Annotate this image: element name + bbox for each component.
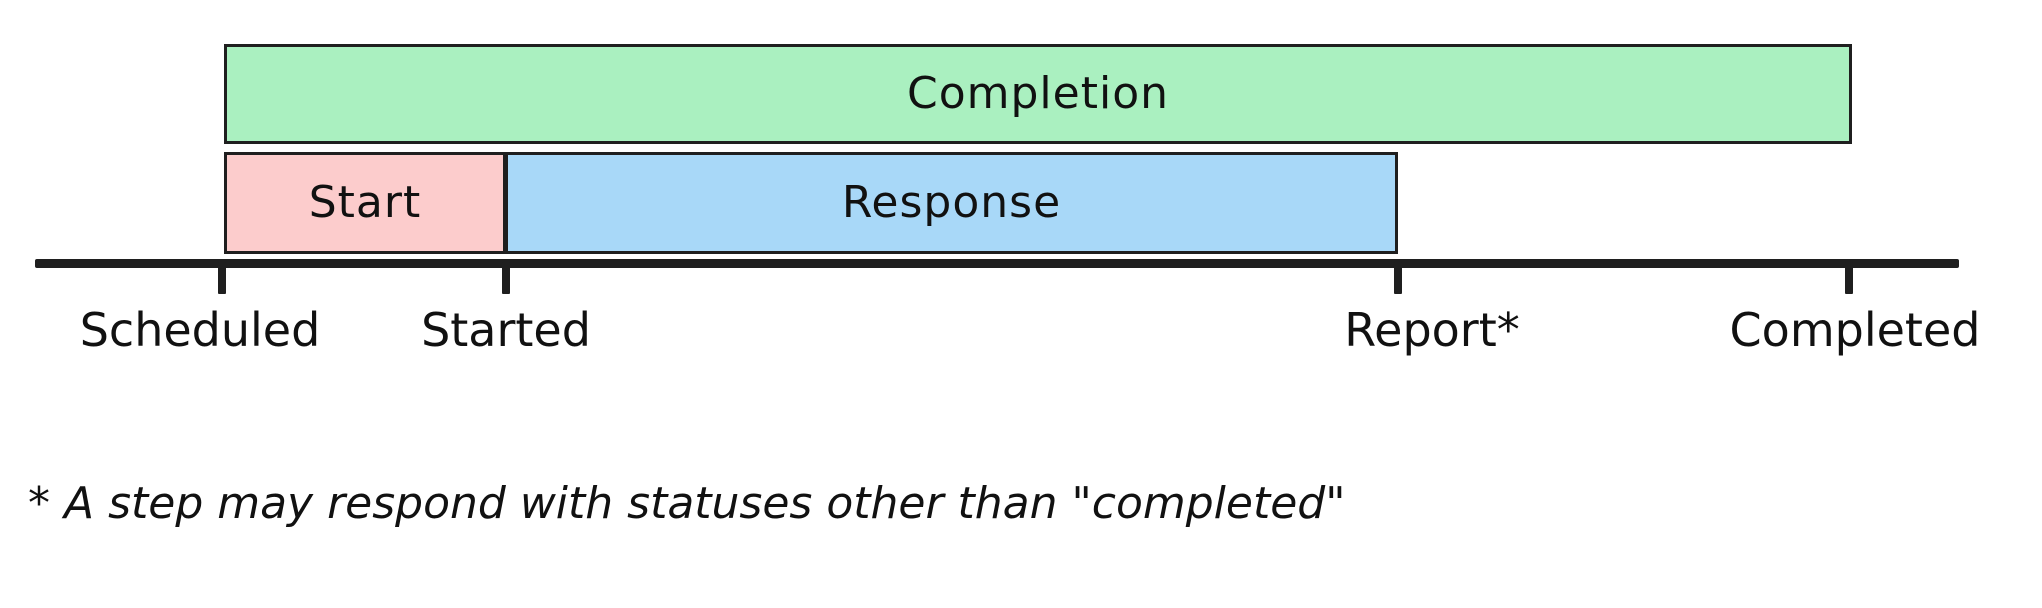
axis-label-report: Report* (1344, 303, 1520, 357)
bar-response: Response (505, 152, 1398, 254)
bar-start-label: Start (308, 177, 422, 228)
bar-response-label: Response (841, 177, 1062, 228)
axis-label-started: Started (421, 303, 591, 357)
axis-tick-scheduled (218, 262, 226, 294)
axis-label-completed: Completed (1729, 303, 1981, 357)
bar-start: Start (224, 152, 506, 254)
axis-label-scheduled: Scheduled (79, 303, 321, 357)
footnote-text: * A step may respond with statuses other… (28, 478, 1346, 529)
axis-tick-started (502, 262, 510, 294)
timeline-axis (35, 259, 1959, 268)
axis-tick-report (1394, 262, 1402, 294)
axis-tick-completed (1845, 262, 1853, 294)
bar-completion-label: Completion (906, 68, 1169, 119)
bar-completion: Completion (224, 44, 1852, 144)
